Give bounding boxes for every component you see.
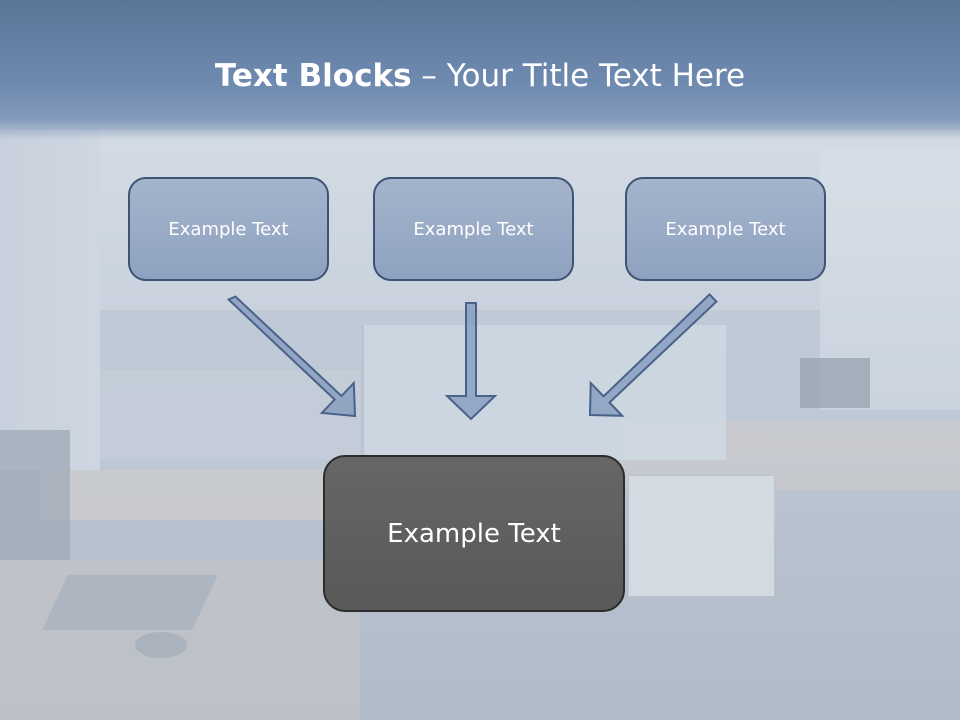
background-printer: [628, 475, 775, 597]
text-block-2-label: Example Text: [413, 218, 534, 240]
text-block-3-label: Example Text: [665, 218, 786, 240]
background-desk: [40, 470, 370, 520]
background-monitor: [0, 430, 70, 560]
text-block-1[interactable]: Example Text: [128, 177, 329, 281]
background-mouse: [135, 632, 187, 658]
background-wall: [0, 130, 100, 480]
title-regular-part: Your Title Text Here: [446, 58, 746, 94]
title-bar: Text Blocks – Your Title Text Here: [0, 0, 960, 140]
text-block-3[interactable]: Example Text: [625, 177, 826, 281]
title-bold-part: Text Blocks: [214, 58, 412, 94]
slide-title[interactable]: Text Blocks – Your Title Text Here: [0, 56, 960, 96]
background-monitor-right: [800, 358, 870, 408]
title-separator: –: [411, 58, 447, 94]
center-text-block[interactable]: Example Text: [323, 455, 625, 612]
center-text-block-label: Example Text: [387, 518, 561, 549]
text-block-2[interactable]: Example Text: [373, 177, 574, 281]
text-block-1-label: Example Text: [168, 218, 289, 240]
